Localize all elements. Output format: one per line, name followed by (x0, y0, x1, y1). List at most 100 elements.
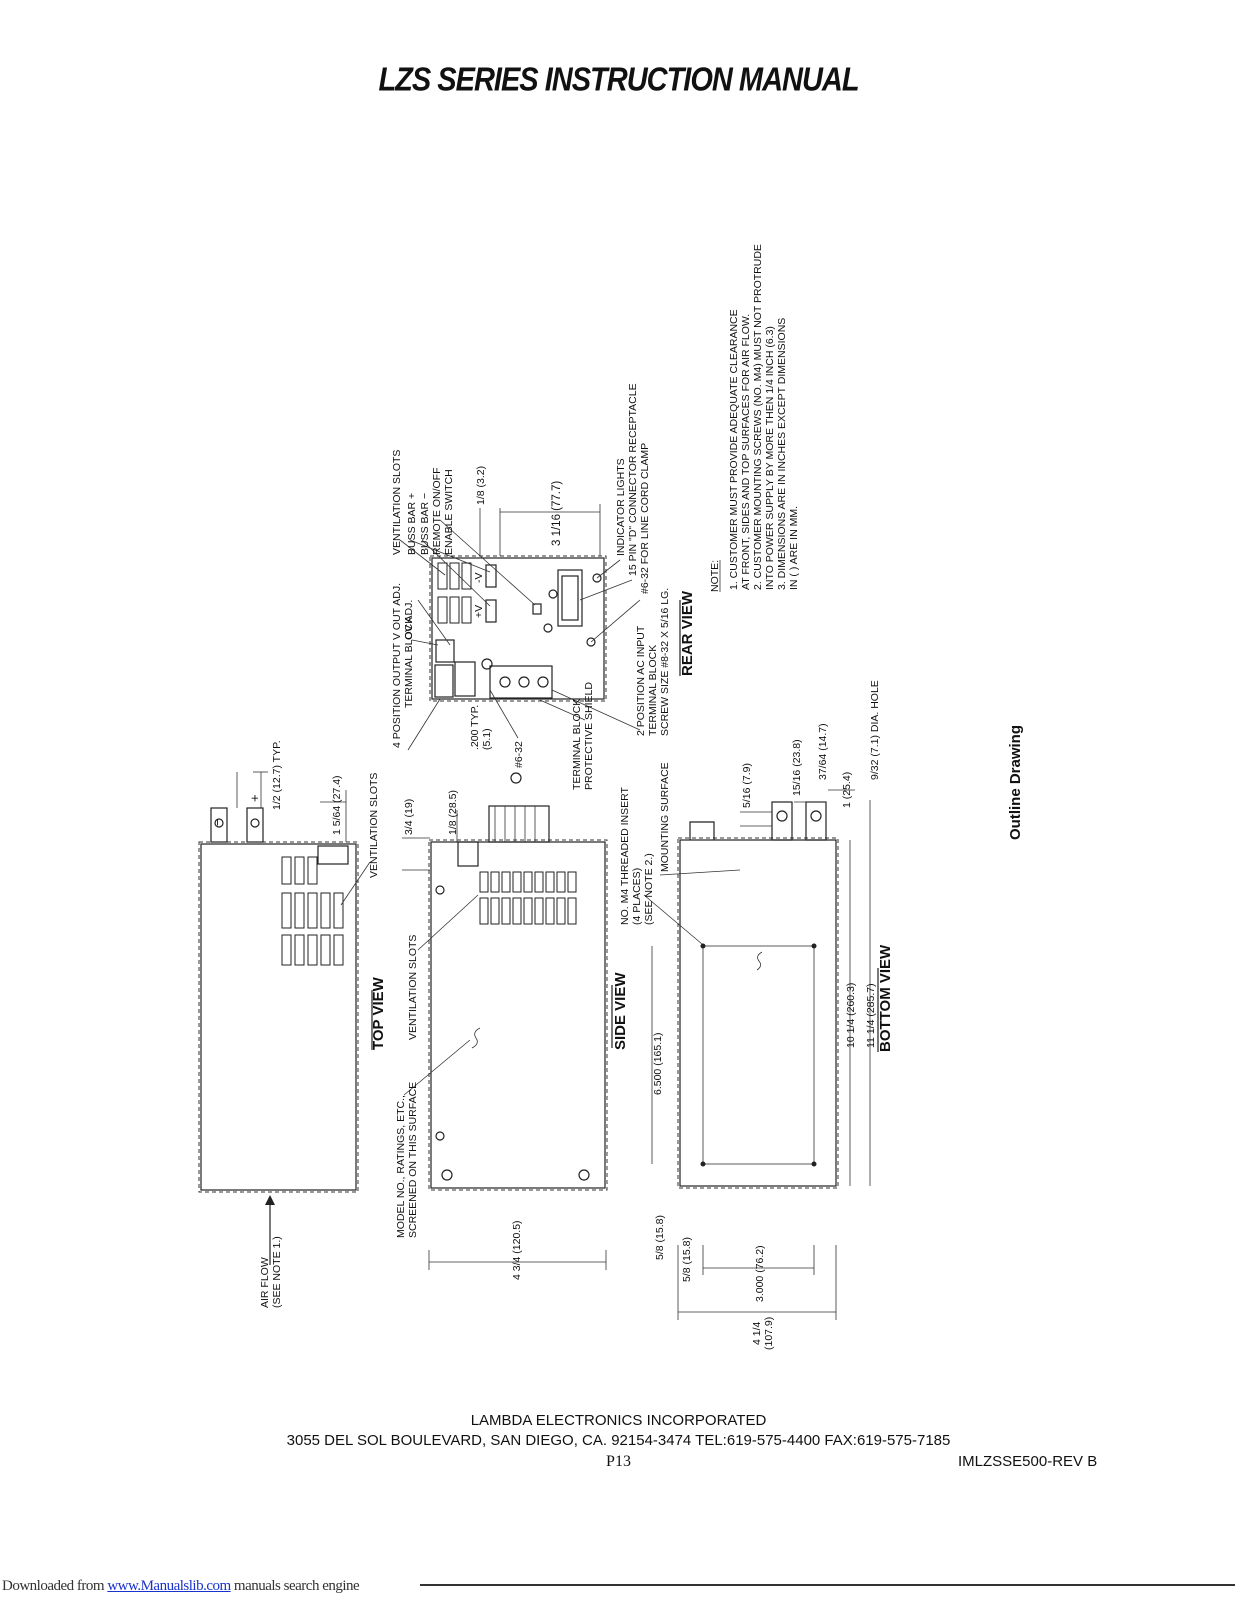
output-terminal-label-2: TERMINAL BLOCK (403, 617, 415, 708)
dim-1: 1 (25.4) (841, 772, 853, 808)
dim-1-8-rear: 1/8 (3.2) (475, 466, 487, 505)
dim-hole: 9/32 (7.1) DIA. HOLE (869, 680, 881, 780)
bottom-view-outline (677, 837, 839, 1189)
dim-3-1-16: 3 1/16 (77.7) (551, 481, 563, 546)
plus-v-label: +V (473, 605, 485, 618)
bottom-rule (420, 1584, 1235, 1586)
remote-on-off-label: REMOTE ON/OFF (431, 468, 443, 556)
notes-block: NOTE: 1. CUSTOMER MUST PROVIDE ADEQUATE … (709, 244, 800, 592)
model-note-line2: SCREENED ON THIS SURFACE (407, 1082, 419, 1238)
ov-adj-label: OV ADJ. (403, 600, 415, 640)
page-number: P13 (606, 1453, 631, 1470)
dim-37-64: 37/64 (14.7) (817, 723, 829, 780)
buss-bar-minus-label: BUSS BAR − (419, 493, 431, 555)
outline-drawing-caption: Outline Drawing (1007, 725, 1024, 840)
indicator-lights-label: INDICATOR LIGHTS (615, 458, 627, 556)
side-view-outline (428, 839, 608, 1191)
insert-label-2: (4 PLACES) (631, 868, 643, 925)
shield-label-1: TERMINAL BLOCK (571, 699, 583, 790)
air-flow-label: AIR FLOW (259, 1257, 271, 1308)
plus-sign: + (247, 794, 262, 802)
model-note-line1: MODEL NO., RATINGS, ETC., (395, 1095, 407, 1238)
top-view: − + 1/2 (12.7) TYP. 1 5/64 (27.4) VENTIL… (198, 740, 387, 1308)
note-line-1: 1. CUSTOMER MUST PROVIDE ADEQUATE CLEARA… (728, 309, 740, 590)
rear-view-outline (429, 555, 607, 702)
dim-4-3-4: 4 3/4 (120.5) (511, 1220, 523, 1280)
mounting-pattern (702, 945, 815, 1165)
enable-switch-label: ENABLE SWITCH (443, 469, 455, 555)
enable-switch (532, 603, 542, 615)
ac-input-label-2: TERMINAL BLOCK (647, 645, 659, 736)
dim-5-8-a: 5/8 (15.8) (654, 1215, 666, 1260)
dim-half-inch: 1/2 (12.7) TYP. (271, 740, 283, 810)
dim-1-8-side: 1/8 (28.5) (447, 790, 459, 835)
bottom-view-title: BOTTOM VIEW (877, 944, 894, 1052)
download-prefix: Downloaded from (2, 1578, 108, 1594)
dim-4-1-4-mm: (107.9) (763, 1317, 775, 1350)
dim-6-500: 6.500 (165.1) (652, 1033, 664, 1095)
note-line-4: INTO POWER SUPPLY BY MORE THEN 1/4 INCH … (764, 326, 776, 590)
d-connector-label: 15 PIN "D" CONNECTOR RECEPTACLE (627, 383, 639, 576)
dim-3-4: 3/4 (19) (403, 799, 415, 835)
minus-v-label: -V (473, 573, 485, 584)
ac-input-label-3: SCREW SIZE #8-32 X 5/16 LG. (659, 588, 671, 736)
bottom-view: NO. M4 THREADED INSERT (4 PLACES) (SEE N… (619, 680, 894, 1350)
dim-5-16: 5/16 (7.9) (741, 763, 753, 808)
line-cord-clamp-label: #6-32 FOR LINE CORD CLAMP (639, 443, 651, 594)
buss-bar-plus-label: BUSS BAR + (406, 493, 418, 555)
ground-screw-label: #6-32 (513, 741, 525, 768)
note-line-3: 2. CUSTOMER MOUNTING SCREWS (NO. M4) MUS… (752, 244, 764, 590)
manualslib-link[interactable]: www.Manualslib.com (107, 1578, 231, 1594)
download-suffix: manuals search engine (230, 1578, 360, 1594)
rear-view-vents (437, 562, 472, 624)
document-id: IMLZSSE500-REV B (958, 1453, 1098, 1470)
dim-15-16: 15/16 (23.8) (791, 739, 803, 796)
dim-3-000: 3.000 (76.2) (754, 1245, 766, 1302)
ground-icon (510, 772, 522, 784)
air-flow-note: (SEE NOTE 1.) (271, 1236, 283, 1308)
rear-view: VENTILATION SLOTS BUSS BAR + BUSS BAR − … (391, 383, 696, 790)
rear-view-title: REAR VIEW (679, 590, 696, 676)
rear-ventilation-label: VENTILATION SLOTS (391, 450, 403, 555)
side-view-vents (479, 871, 577, 925)
top-view-vents (281, 845, 349, 966)
buss-bar-minus (485, 564, 497, 588)
terminal-minus (210, 807, 228, 843)
footer-company: LAMBDA ELECTRONICS INCORPORATED (470, 1412, 767, 1429)
shield-label-2: PROTECTIVE SHIELD (583, 682, 595, 790)
ac-input-label-1: 2 POSITION AC INPUT (635, 625, 647, 736)
v-out-adj-label: V OUT ADJ. (391, 583, 403, 640)
dim-5-8-b: 5/8 (15.8) (681, 1237, 693, 1282)
page-title: LZS SERIES INSTRUCTION MANUAL (378, 61, 859, 99)
footer-address: 3055 DEL SOL BOULEVARD, SAN DIEGO, CA. 9… (286, 1432, 951, 1449)
dim-10-1-4: 10 1/4 (260.3) (845, 983, 857, 1048)
top-ventilation-label: VENTILATION SLOTS (368, 773, 380, 878)
dim-200-mm: (5.1) (481, 728, 493, 750)
ac-input-terminal (489, 665, 553, 699)
notes-heading: NOTE: (709, 560, 721, 592)
minus-sign: − (210, 818, 225, 826)
note-line-2: AT FRONT, SIDES AND TOP SURFACES FOR AIR… (740, 314, 752, 590)
output-terminal-label-1: 4 POSITION OUTPUT (391, 642, 403, 748)
mounting-surface-label: MOUNTING SURFACE (659, 762, 671, 872)
side-view-shield (488, 805, 550, 843)
insert-label-3: (SEE NOTE 2.) (643, 853, 655, 925)
side-view: 3/4 (19) 1/8 (28.5) VENTILATION SLOTS MO… (395, 790, 629, 1280)
note-line-5: 3. DIMENSIONS ARE IN INCHES EXCEPT DIMEN… (776, 318, 788, 590)
top-view-title: TOP VIEW (370, 976, 387, 1050)
side-view-title: SIDE VIEW (612, 972, 629, 1050)
dim-11-1-4: 11 1/4 (285.7) (865, 983, 877, 1048)
top-view-outline (198, 841, 359, 1193)
note-line-6: IN ( ) ARE IN MM. (788, 506, 800, 590)
side-ventilation-label: VENTILATION SLOTS (407, 935, 419, 1040)
download-bar: Downloaded from www.Manualslib.com manua… (2, 1578, 360, 1595)
dim-200: .200 TYP. (469, 705, 481, 750)
output-terminal-block (434, 664, 454, 698)
dim-1-5-64: 1 5/64 (27.4) (331, 775, 343, 835)
terminal-plus (246, 807, 264, 843)
buss-bar-plus (485, 599, 497, 623)
insert-label-1: NO. M4 THREADED INSERT (619, 787, 631, 925)
d-connector (561, 575, 579, 621)
dim-4-1-4: 4 1/4 (751, 1321, 763, 1345)
